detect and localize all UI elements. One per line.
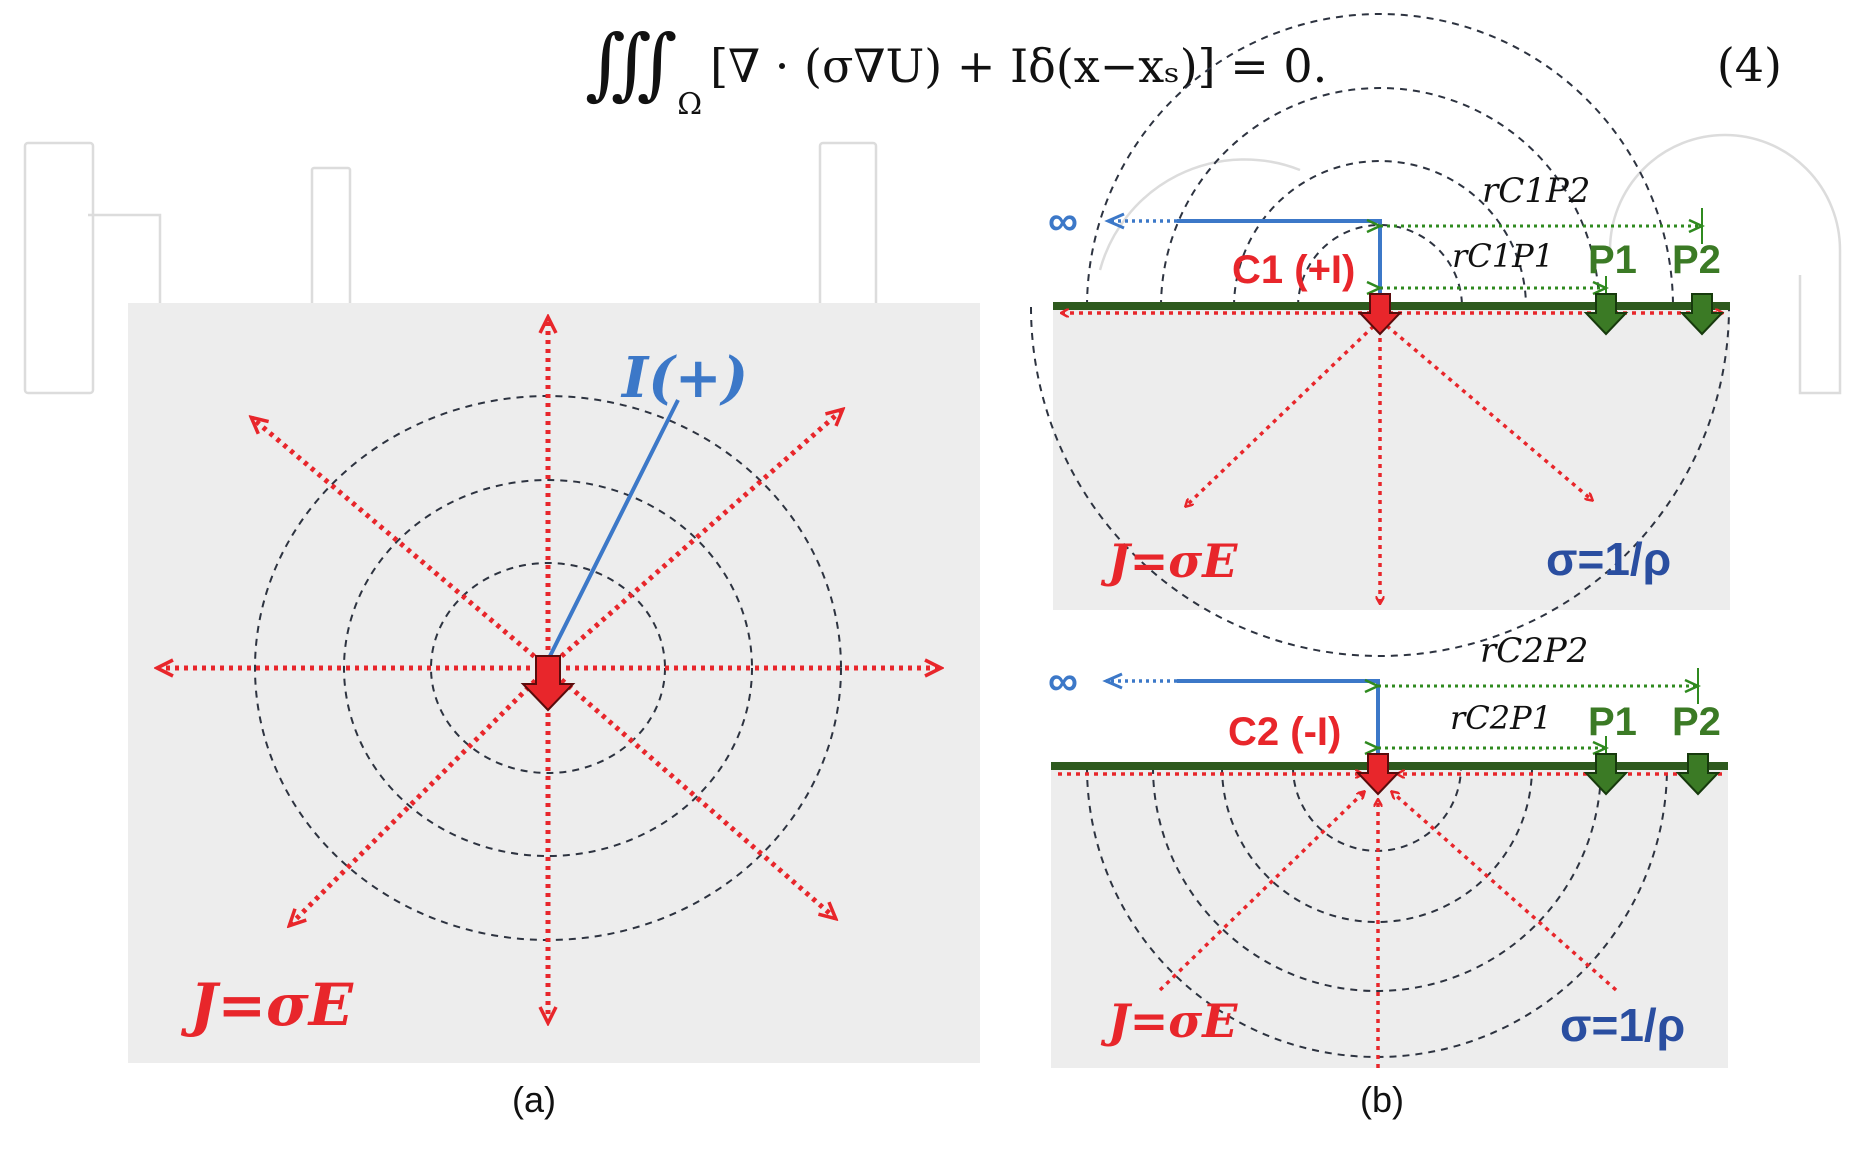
equation-number: (4) [1716,38,1782,92]
panel-b-bottom [1051,668,1728,1068]
equipotential-ring [1160,87,1600,308]
panel-a-caption: (a) [512,1079,556,1120]
current-electrode-c1 [1357,293,1403,336]
equipotential-semicircles-top [1030,13,1730,657]
flow-arrow-from-lower-left [1158,792,1364,992]
equation-body: [∇ · (σ∇U) + Iδ(x−xₛ)] = 0. [710,39,1328,93]
panel-b-top-background [1053,303,1730,610]
electrode-c1-label: C1 (+I) [1232,248,1356,292]
infinity-symbol: ∞ [1048,197,1078,244]
current-density-label: J=σE [190,971,354,1039]
current-flow-arrows-a [158,318,940,1022]
flow-arrow-down-right [546,666,835,918]
p1-label: P1 [1588,700,1637,744]
p1-label: P1 [1588,238,1637,282]
panel-b-caption: (b) [1360,1079,1404,1120]
panel-b-top [1030,13,1730,657]
distance-c2-p2-label: rC2P2 [1480,631,1589,671]
equipotential-ring [1030,306,1730,657]
distance-c1-p1-label: rC1P1 [1452,237,1555,275]
electrode-c2-label: C2 (-I) [1228,710,1342,754]
potential-electrode-p2 [1679,293,1725,336]
current-flow-arrows-bottom [1058,774,1722,1068]
panel-a [128,303,980,1063]
p2-label: P2 [1672,238,1721,282]
source-lead-line [546,399,680,661]
potential-electrode-p1 [1583,753,1629,796]
flow-arrow-down-right [1378,318,1592,500]
conductivity-label: σ=1/ρ [1560,999,1686,1051]
distance-c2-p1-label: rC2P1 [1450,699,1553,737]
source-current-label: I(+) [622,345,749,411]
current-density-label: J=σE [1108,534,1238,588]
ground-surface-line [1053,302,1730,310]
current-electrode-c2 [1355,753,1401,796]
potential-electrode-p1 [1583,293,1629,336]
infinity-symbol: ∞ [1048,657,1078,704]
panel-b-bottom-background [1051,764,1728,1068]
integration-domain: Ω [677,86,703,122]
distance-c1-p2-label: rC1P2 [1482,171,1591,211]
flow-arrow-up-left [252,418,550,670]
current-source-electrode [520,655,576,712]
potential-electrode-p2 [1675,753,1721,796]
flow-arrow-up-right [546,410,842,670]
current-flow-arrows-top [1062,313,1722,603]
equation-row: ∭ Ω [∇ · (σ∇U) + Iδ(x−xₛ)] = 0. (4) [0,0,1857,130]
equipotential-ring [343,479,753,857]
ground-surface-line [1051,762,1728,770]
equipotential-ring [1086,13,1674,308]
conductivity-label: σ=1/ρ [1546,533,1672,585]
current-density-label: J=σE [1108,994,1238,1048]
flow-arrow-down-left [290,666,550,925]
p2-label: P2 [1672,700,1721,744]
equipotential-ring [1233,160,1527,308]
equation-4: ∭ Ω [∇ · (σ∇U) + Iδ(x−xₛ)] = 0. [585,19,1328,122]
equipotential-ring [1152,766,1602,992]
